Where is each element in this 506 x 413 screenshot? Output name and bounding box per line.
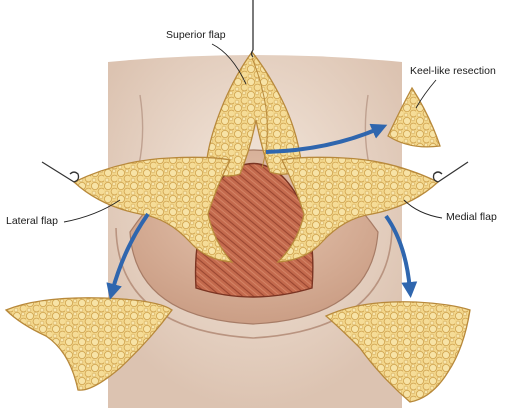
- arrow-lateral-down: [106, 212, 150, 300]
- medial-flap: [276, 156, 440, 263]
- label-superior-flap: Superior flap: [166, 29, 226, 41]
- label-lateral-flap: Lateral flap: [6, 215, 58, 227]
- medial-resection-piece: [324, 301, 471, 403]
- breast-lower-contour: [115, 227, 393, 339]
- lateral-resection-piece: [4, 297, 173, 391]
- retraction-hooks: [41, 0, 469, 183]
- label-medial-flap: Medial flap: [446, 211, 497, 223]
- arrow-to-keel: [265, 123, 388, 154]
- arrow-medial-down: [384, 214, 418, 298]
- keel-resection-piece: [387, 86, 441, 148]
- lateral-flap: [72, 156, 234, 263]
- leader-lines: [63, 43, 443, 223]
- label-keel-like-resection: Keel-like resection: [410, 65, 496, 77]
- superior-flap: [205, 50, 303, 177]
- superior-flap-edge: [251, 57, 268, 169]
